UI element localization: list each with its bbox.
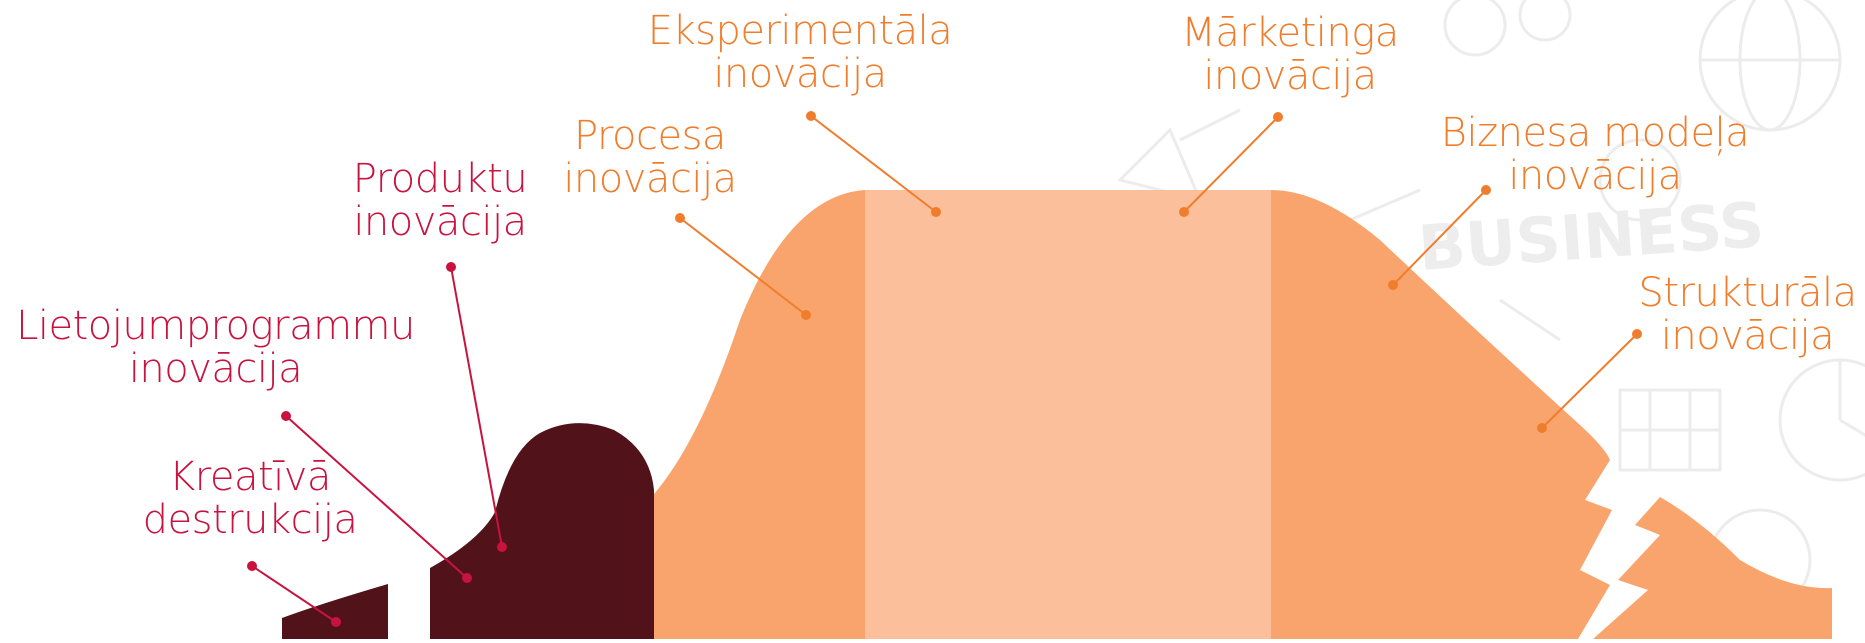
label-line: Mārketinga	[1181, 10, 1399, 56]
procesa-leader-line	[679, 217, 807, 316]
eksperimentala-marketinga-band	[865, 190, 1271, 639]
label-line: Eksperimentāla	[647, 8, 953, 54]
label-line: Lietojumprogrammu	[16, 303, 415, 349]
label-line: Procesa	[574, 113, 726, 159]
lietojum-produktu-shape	[430, 423, 654, 639]
label-line: Kreatīvā	[169, 454, 331, 500]
label-eksperimentala-inovacija: Eksperimentāla inovācija	[630, 8, 970, 98]
pie-doodle-icon	[1778, 358, 1865, 482]
face-doodle-icon	[1598, 138, 1682, 222]
kreativa-destrukcija-shape	[282, 584, 388, 639]
label-line: inovācija	[563, 156, 737, 203]
label-line: inovācija	[1203, 53, 1377, 100]
label-line: Produktu	[352, 156, 528, 202]
background-doodles	[1117, 0, 1865, 612]
label-produktu-inovacija: Produktu inovācija	[340, 156, 540, 246]
label-procesa-inovacija: Procesa inovācija	[550, 113, 750, 203]
produktu-leader-line	[450, 266, 503, 548]
label-kreativa-destrukcija: Kreatīvā destrukcija	[100, 454, 400, 544]
kreativa-leader-line	[251, 565, 337, 623]
label-line: Biznesa modeļa	[1440, 110, 1750, 156]
label-line: destrukcija	[142, 497, 358, 544]
label-line: inovācija	[128, 346, 303, 393]
label-line: inovācija	[353, 199, 527, 246]
label-line: inovācija	[1660, 313, 1835, 360]
eksperimentala-leader-line	[810, 115, 937, 213]
strukturala-inovacija-shape	[1593, 497, 1832, 639]
leader-lines	[251, 115, 1638, 623]
strukturala-leader-line	[1541, 333, 1638, 429]
coin-doodle-icon	[1443, 0, 1507, 57]
label-biznesa-modela-inovacija: Biznesa modeļa inovācija	[1425, 110, 1765, 200]
marketinga-leader-line	[1183, 116, 1279, 213]
label-line: Strukturāla	[1638, 270, 1857, 316]
biznesa-leader-line	[1392, 189, 1487, 286]
procesa-inovacija-shape	[654, 190, 865, 639]
leader-dots	[247, 111, 1642, 627]
lietojum-leader-line	[285, 415, 468, 579]
biznesa-modela-shape	[1271, 190, 1612, 639]
grid-doodle-icon	[1618, 388, 1722, 472]
label-line: inovācija	[1508, 153, 1682, 200]
label-strukturala-inovacija: Strukturāla inovācija	[1630, 270, 1865, 360]
label-marketinga-inovacija: Mārketinga inovācija	[1165, 10, 1415, 100]
label-lietojumprogrammu-inovacija: Lietojumprogrammu inovācija	[8, 303, 423, 393]
label-line: inovācija	[713, 51, 887, 98]
